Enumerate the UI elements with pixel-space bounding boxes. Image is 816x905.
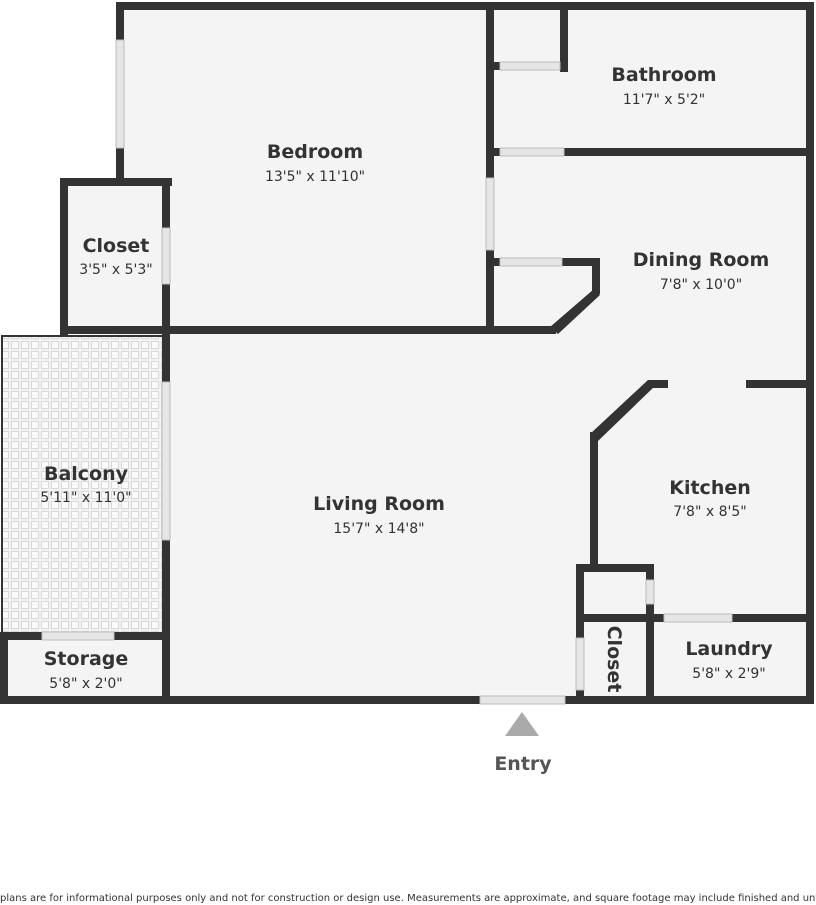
room-name-closet-bedroom: Closet xyxy=(83,235,150,257)
wall-bedroom-bottom xyxy=(162,326,556,334)
wall-left-bedroom-bottom xyxy=(116,148,124,184)
wall-bottom-left xyxy=(0,696,480,704)
room-name-bathroom: Bathroom xyxy=(611,64,716,86)
wall-pantry-right xyxy=(592,258,600,294)
room-dims-dining-room: 7'8" x 10'0" xyxy=(660,277,742,293)
entry-arrow-icon xyxy=(505,712,539,736)
wall-laundry-top-right xyxy=(732,614,814,622)
wall-laundry-top-left xyxy=(646,614,664,622)
floor-balcony xyxy=(1,335,167,635)
laundry-door xyxy=(663,613,733,623)
disclaimer-text: plans are for informational purposes onl… xyxy=(0,893,816,904)
wall-closet-bottom xyxy=(60,326,172,334)
wall-bedroom-right-top xyxy=(486,2,494,178)
wall-linen-right xyxy=(560,2,568,72)
closet-entry-upper-door xyxy=(645,579,655,605)
openings xyxy=(41,39,733,705)
wall-kitchen-diagonal xyxy=(590,380,655,441)
room-name-bedroom: Bedroom xyxy=(267,141,363,163)
bathroom-door xyxy=(499,147,565,157)
wall-storage-top-right xyxy=(114,632,170,640)
balcony-slider xyxy=(161,381,171,541)
wall-bathroom-bottom-left xyxy=(486,148,500,156)
room-labels: Bedroom 13'5" x 11'10" Bathroom 11'7" x … xyxy=(40,64,773,692)
wall-closet-entry-left xyxy=(576,564,584,638)
wall-pantry-stub xyxy=(486,258,500,266)
floor-storage xyxy=(2,634,166,702)
closet-door xyxy=(161,227,171,285)
wall-closet-entry-top xyxy=(576,564,654,572)
room-dims-laundry: 5'8" x 2'9" xyxy=(692,666,765,682)
entry-label: Entry xyxy=(494,753,552,775)
wall-storage-top-left xyxy=(0,632,42,640)
wall-closet-top xyxy=(60,178,172,186)
linen-door xyxy=(499,61,561,71)
room-name-dining-room: Dining Room xyxy=(633,249,770,271)
wall-closet-entry-mid xyxy=(576,614,654,622)
walls xyxy=(0,2,814,704)
pantry-door xyxy=(499,257,563,267)
room-name-storage: Storage xyxy=(44,648,129,670)
floor-main xyxy=(116,4,812,702)
room-dims-living-room: 15'7" x 14'8" xyxy=(333,521,424,537)
wall-closet-entry-right-top xyxy=(646,564,654,580)
wall-pantry-top xyxy=(562,258,600,266)
wall-kitchen-top-right xyxy=(746,380,814,388)
wall-right xyxy=(806,2,814,704)
wall-closet-left xyxy=(60,178,68,336)
wall-bedroom-right-bottom xyxy=(486,250,494,334)
wall-left-bedroom-top xyxy=(116,2,124,40)
bedroom-window xyxy=(115,39,125,149)
wall-top xyxy=(116,2,814,10)
wall-closet-entry-left-lower xyxy=(576,690,584,704)
wall-living-left-bottom xyxy=(162,540,170,704)
entry-door xyxy=(479,695,566,705)
room-dims-closet-bedroom: 3'5" x 5'3" xyxy=(79,262,152,278)
wall-kitchen-left xyxy=(590,432,598,570)
room-dims-balcony: 5'11" x 11'0" xyxy=(40,490,131,506)
room-name-balcony: Balcony xyxy=(44,463,129,485)
room-name-living-room: Living Room xyxy=(313,493,445,515)
wall-closet-right-top xyxy=(162,178,170,228)
floors xyxy=(1,4,812,702)
room-name-closet-entry: Closet xyxy=(603,626,625,693)
room-name-kitchen: Kitchen xyxy=(669,477,751,499)
wall-closet-right-bottom xyxy=(162,284,170,336)
wall-closet-entry-right-bottom xyxy=(646,604,654,704)
wall-living-left-top xyxy=(162,326,170,382)
wall-kitchen-top-left xyxy=(648,380,668,388)
storage-door xyxy=(41,631,115,641)
closet-entry-door xyxy=(575,637,585,691)
room-dims-bedroom: 13'5" x 11'10" xyxy=(265,169,365,185)
wall-storage-left xyxy=(0,632,8,704)
wall-bottom-right xyxy=(565,696,814,704)
wall-linen-stub xyxy=(486,62,500,70)
room-dims-bathroom: 11'7" x 5'2" xyxy=(623,92,705,108)
bedroom-door xyxy=(485,177,495,251)
wall-pantry-diagonal xyxy=(550,289,600,334)
wall-bathroom-bottom-right xyxy=(564,148,814,156)
room-dims-kitchen: 7'8" x 8'5" xyxy=(673,504,746,520)
room-name-laundry: Laundry xyxy=(685,638,773,660)
floor-closet-bedroom xyxy=(62,180,170,332)
room-dims-storage: 5'8" x 2'0" xyxy=(49,676,122,692)
